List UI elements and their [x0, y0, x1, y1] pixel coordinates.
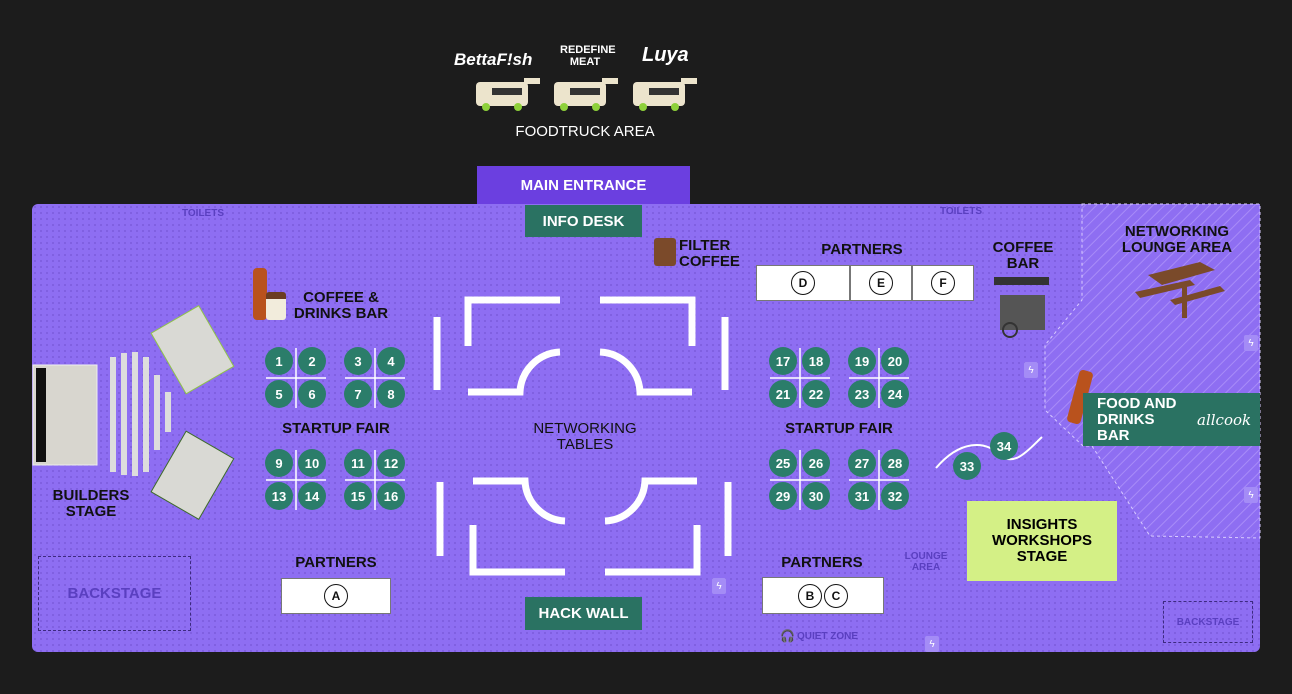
- booth-31[interactable]: 31: [848, 482, 876, 510]
- food-drinks-bar: FOOD AND DRINKS BAR allcook: [1083, 393, 1260, 446]
- power-outlet-icon: ϟ: [1244, 335, 1258, 351]
- booth-15[interactable]: 15: [344, 482, 372, 510]
- quiet-zone: 🎧QUIET ZONE: [780, 629, 858, 643]
- booth-6[interactable]: 6: [298, 380, 326, 408]
- coffee-drinks-bar-label: COFFEE & DRINKS BAR: [293, 289, 389, 322]
- foodtruck-area-label: FOODTRUCK AREA: [515, 123, 655, 140]
- power-outlet-icon: ϟ: [1244, 487, 1258, 503]
- startup-fair-right-label: STARTUP FAIR: [785, 420, 893, 437]
- bottle-icon: [253, 268, 267, 320]
- coffee-cart-graphic: [994, 277, 1049, 338]
- quiet-zone-label: QUIET ZONE: [796, 630, 859, 642]
- vendor-logo-redefine-meat: REDEFINE MEAT: [560, 44, 616, 68]
- picnic-table-graphic: [1135, 262, 1225, 318]
- partner-booth-e[interactable]: E: [850, 265, 912, 301]
- partner-slot-d: D: [791, 271, 815, 295]
- booth-13[interactable]: 13: [265, 482, 293, 510]
- booth-14[interactable]: 14: [298, 482, 326, 510]
- booth-18[interactable]: 18: [802, 347, 830, 375]
- booth-20[interactable]: 20: [881, 347, 909, 375]
- coffee-cup-icon: [266, 292, 286, 320]
- booth-25[interactable]: 25: [769, 449, 797, 477]
- partner-slot-f: F: [931, 271, 955, 295]
- booth-33[interactable]: 33: [953, 452, 981, 480]
- food-truck-icon: [631, 76, 699, 112]
- booth-23[interactable]: 23: [848, 380, 876, 408]
- partner-booth-d[interactable]: D: [756, 265, 850, 301]
- toilets-right-label: TOILETS: [939, 206, 983, 217]
- booth-12[interactable]: 12: [377, 449, 405, 477]
- booth-11[interactable]: 11: [344, 449, 372, 477]
- booth-27[interactable]: 27: [848, 449, 876, 477]
- insights-workshops-stage: INSIGHTS WORKSHOPS STAGE: [967, 501, 1117, 581]
- booth-1[interactable]: 1: [265, 347, 293, 375]
- coffee-cup-icon: [654, 238, 676, 266]
- partner-slot-c: C: [824, 583, 848, 608]
- booth-30[interactable]: 30: [802, 482, 830, 510]
- partner-booth-f[interactable]: F: [912, 265, 974, 301]
- food-truck-icon: [552, 76, 620, 112]
- lounge-area-label: LOUNGE AREA: [904, 551, 948, 573]
- vendor-logo-bettafish: BettaF!sh: [454, 50, 533, 69]
- vendor-logo-luya: Luya: [642, 44, 689, 66]
- backstage-left: BACKSTAGE: [38, 556, 191, 631]
- food-drinks-bar-label: FOOD AND DRINKS BAR: [1097, 394, 1177, 444]
- builders-stage-graphic: [32, 305, 235, 520]
- partners-top-label: PARTNERS: [821, 241, 903, 258]
- builders-stage-label: BUILDERS STAGE: [52, 487, 130, 520]
- backstage-right: BACKSTAGE: [1163, 601, 1253, 643]
- toilets-left-label: TOILETS: [181, 208, 225, 219]
- power-outlet-icon: ϟ: [925, 636, 939, 652]
- networking-tables-layout: [433, 296, 732, 576]
- booth-24[interactable]: 24: [881, 380, 909, 408]
- food-truck-icon: [474, 76, 542, 112]
- partner-slot-a: A: [324, 584, 348, 608]
- partner-slot-b: B: [798, 583, 822, 608]
- booth-2[interactable]: 2: [298, 347, 326, 375]
- booth-32[interactable]: 32: [881, 482, 909, 510]
- allcook-logo: allcook: [1197, 410, 1252, 429]
- booth-9[interactable]: 9: [265, 449, 293, 477]
- booth-10[interactable]: 10: [298, 449, 326, 477]
- booth-21[interactable]: 21: [769, 380, 797, 408]
- power-outlet-icon: ϟ: [712, 578, 726, 594]
- filter-coffee-label: FILTER COFFEE: [679, 237, 740, 270]
- partner-slot-e: E: [869, 271, 893, 295]
- booth-7[interactable]: 7: [344, 380, 372, 408]
- networking-tables-label: NETWORKING TABLES: [533, 420, 637, 453]
- booth-16[interactable]: 16: [377, 482, 405, 510]
- booth-3[interactable]: 3: [344, 347, 372, 375]
- booth-22[interactable]: 22: [802, 380, 830, 408]
- partners-left-label: PARTNERS: [295, 554, 377, 571]
- booth-26[interactable]: 26: [802, 449, 830, 477]
- booth-4[interactable]: 4: [377, 347, 405, 375]
- info-desk: INFO DESK: [525, 205, 642, 237]
- booth-29[interactable]: 29: [769, 482, 797, 510]
- booth-34[interactable]: 34: [990, 432, 1018, 460]
- headphones-icon: 🎧: [780, 629, 795, 643]
- booth-5[interactable]: 5: [265, 380, 293, 408]
- power-outlet-icon: ϟ: [1024, 362, 1038, 378]
- booth-17[interactable]: 17: [769, 347, 797, 375]
- main-entrance: MAIN ENTRANCE: [477, 166, 690, 204]
- booth-8[interactable]: 8: [377, 380, 405, 408]
- partners-right-label: PARTNERS: [781, 554, 863, 571]
- booth-28[interactable]: 28: [881, 449, 909, 477]
- startup-fair-left-label: STARTUP FAIR: [282, 420, 390, 437]
- networking-lounge-label: NETWORKING LOUNGE AREA: [1121, 223, 1233, 256]
- coffee-bar-label: COFFEE BAR: [992, 239, 1054, 272]
- hack-wall: HACK WALL: [525, 597, 642, 630]
- booth-19[interactable]: 19: [848, 347, 876, 375]
- partner-booth-a[interactable]: A: [281, 578, 391, 614]
